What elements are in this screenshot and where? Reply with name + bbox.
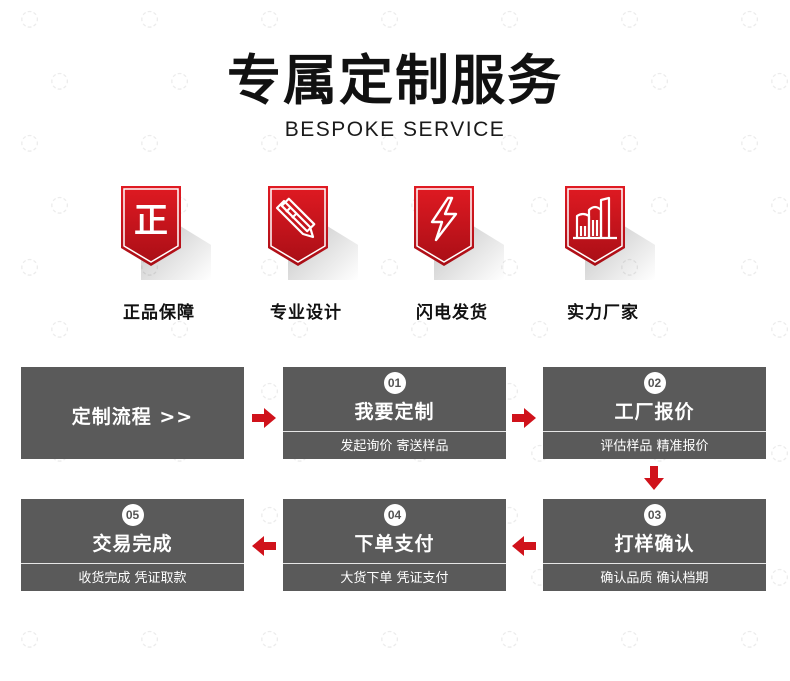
watermark-icon: ◌ bbox=[770, 68, 790, 93]
watermark-icon: ◌ bbox=[380, 130, 400, 155]
step-title: 打样确认 bbox=[614, 533, 695, 555]
watermark-icon: ◌ bbox=[50, 68, 70, 93]
watermark-icon: ◌ bbox=[620, 626, 640, 651]
watermark-icon: ◌ bbox=[740, 626, 760, 651]
watermark-icon: ◌ bbox=[530, 68, 550, 93]
feature-label-genuine: 正品保障 bbox=[123, 303, 195, 323]
watermark-icon: ◌ bbox=[650, 68, 670, 93]
factory-icon bbox=[565, 186, 625, 266]
watermark-icon: ◌ bbox=[260, 378, 280, 403]
step-number: 01 bbox=[383, 372, 406, 394]
watermark-icon: ◌ bbox=[380, 626, 400, 651]
watermark-icon: ◌ bbox=[140, 626, 160, 651]
watermark-icon: ◌ bbox=[530, 192, 550, 217]
watermark-icon: ◌ bbox=[740, 254, 760, 279]
step-title: 工厂报价 bbox=[614, 401, 695, 423]
watermark-icon: ◌ bbox=[500, 254, 520, 279]
watermark-icon: ◌ bbox=[410, 68, 430, 93]
step-divider bbox=[283, 563, 506, 564]
arrow-left-icon bbox=[252, 536, 276, 556]
step-desc: 发起询价 寄送样品 bbox=[340, 439, 449, 454]
watermark-icon: ◌ bbox=[170, 316, 190, 341]
feature-fast-delivery: 闪电发货 bbox=[377, 186, 527, 323]
watermark-icon: ◌ bbox=[260, 626, 280, 651]
step-title: 交易完成 bbox=[92, 533, 173, 555]
step-desc: 收货完成 凭证取款 bbox=[78, 571, 187, 586]
watermark-icon: ◌ bbox=[770, 440, 790, 465]
watermark-icon: ◌ bbox=[620, 256, 639, 278]
step-desc: 确认品质 确认档期 bbox=[600, 571, 709, 586]
step-divider bbox=[543, 431, 766, 432]
watermark-icon: ◌ bbox=[170, 68, 190, 93]
feature-genuine: 正 正品保障 bbox=[84, 186, 234, 323]
arrow-right-icon bbox=[252, 408, 276, 428]
watermark-icon: ◌ bbox=[500, 130, 520, 155]
watermark-icon: ◌ bbox=[260, 6, 280, 31]
process-start-label: 定制流程 >> bbox=[71, 406, 194, 428]
watermark-icon: ◌ bbox=[380, 6, 400, 31]
watermark-icon: ◌ bbox=[20, 130, 40, 155]
lightning-icon bbox=[414, 186, 474, 266]
feature-label-design: 专业设计 bbox=[270, 303, 342, 323]
watermark-icon: ◌ bbox=[500, 6, 520, 31]
arrow-left-icon bbox=[512, 536, 536, 556]
step-number: 03 bbox=[643, 504, 666, 526]
watermark-icon: ◌ bbox=[260, 130, 280, 155]
process-step-03: 03 打样确认 确认品质 确认档期 bbox=[543, 499, 766, 591]
page-subtitle: BESPOKE SERVICE bbox=[284, 118, 506, 141]
watermark-icon: ◌ bbox=[620, 130, 640, 155]
watermark-icon: ◌ bbox=[530, 316, 550, 341]
watermark-icon: ◌ bbox=[140, 6, 160, 31]
feature-factory: 实力厂家 bbox=[528, 186, 678, 323]
arrow-right-icon bbox=[512, 408, 536, 428]
watermark-icon: ◌ bbox=[290, 68, 310, 93]
arrow-down-icon bbox=[644, 466, 664, 490]
watermark-icon: ◌ bbox=[740, 6, 760, 31]
step-divider bbox=[543, 563, 766, 564]
page-title: 专属定制服务 bbox=[227, 49, 563, 112]
watermark-icon: ◌ bbox=[410, 316, 430, 341]
watermark-icon: ◌ bbox=[50, 192, 70, 217]
zheng-char-icon: 正 bbox=[121, 186, 181, 266]
watermark-icon: ◌ bbox=[770, 564, 790, 589]
process-start-box: 定制流程 >> bbox=[21, 367, 244, 459]
step-number: 04 bbox=[383, 504, 406, 526]
feature-label-factory: 实力厂家 bbox=[567, 303, 639, 323]
step-title: 我要定制 bbox=[354, 401, 435, 423]
watermark-icon: ◌ bbox=[20, 6, 40, 31]
watermark-icon: ◌ bbox=[650, 316, 670, 341]
watermark-icon: ◌ bbox=[260, 254, 280, 279]
watermark-icon: ◌ bbox=[650, 192, 670, 217]
watermark-icon: ◌ bbox=[500, 626, 520, 651]
watermark-icon: ◌ bbox=[50, 316, 70, 341]
svg-text:正: 正 bbox=[134, 201, 168, 241]
watermark-icon: ◌ bbox=[260, 502, 280, 527]
process-step-01: 01 我要定制 发起询价 寄送样品 bbox=[283, 367, 506, 459]
step-number: 05 bbox=[121, 504, 144, 526]
watermark-icon: ◌ bbox=[140, 130, 160, 155]
watermark-icon: ◌ bbox=[380, 254, 400, 279]
step-divider bbox=[21, 563, 244, 564]
watermark-icon: ◌ bbox=[740, 130, 760, 155]
watermark-icon: ◌ bbox=[20, 626, 40, 651]
process-step-04: 04 下单支付 大货下单 凭证支付 bbox=[283, 499, 506, 591]
step-divider bbox=[283, 431, 506, 432]
feature-design: 专业设计 bbox=[231, 186, 381, 323]
step-desc: 评估样品 精准报价 bbox=[600, 439, 709, 454]
process-step-05: 05 交易完成 收货完成 凭证取款 bbox=[21, 499, 244, 591]
process-step-02: 02 工厂报价 评估样品 精准报价 bbox=[543, 367, 766, 459]
watermark-icon: ◌ bbox=[770, 192, 790, 217]
step-number: 02 bbox=[643, 372, 666, 394]
watermark-icon: ◌ bbox=[290, 316, 310, 341]
pencil-ruler-icon bbox=[268, 186, 328, 266]
watermark-icon: ◌ bbox=[20, 254, 40, 279]
watermark-icon: ◌ bbox=[620, 6, 640, 31]
feature-label-fast-delivery: 闪电发货 bbox=[416, 303, 488, 323]
step-desc: 大货下单 凭证支付 bbox=[340, 571, 449, 586]
step-title: 下单支付 bbox=[354, 533, 435, 555]
watermark-icon: ◌ bbox=[770, 316, 790, 341]
